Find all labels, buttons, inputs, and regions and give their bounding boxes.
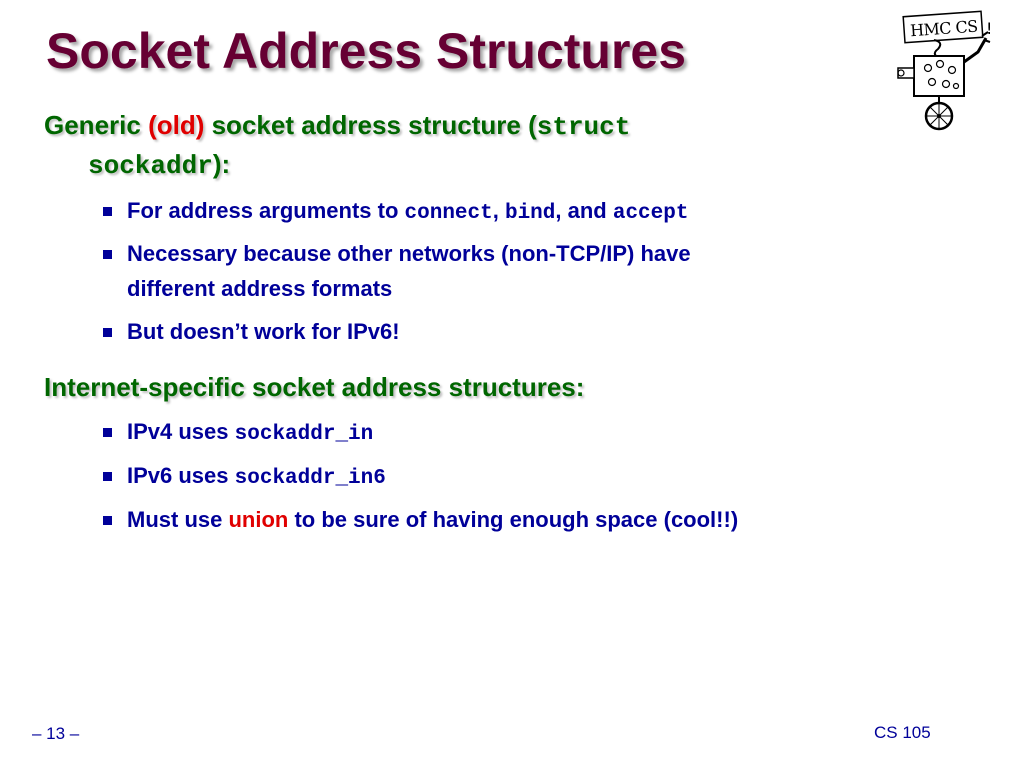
bind-code: bind bbox=[504, 202, 556, 225]
sockaddr-in-code: sockaddr_in bbox=[234, 423, 374, 446]
bullet-text-continued: different address formats bbox=[127, 276, 393, 301]
svg-text:!: ! bbox=[986, 19, 992, 38]
bullet-text: For address arguments to bbox=[127, 198, 405, 223]
bullet-text-2: to be sure of having enough space (cool!… bbox=[288, 507, 739, 532]
bullet-text: IPv4 uses bbox=[127, 419, 235, 444]
generic-heading: Generic (old) socket address structure (… bbox=[44, 107, 630, 185]
page-number: – 13 – bbox=[32, 724, 80, 743]
bullet-text: IPv6 uses bbox=[127, 463, 235, 488]
course-label: CS 105 bbox=[874, 723, 931, 742]
bullet-square-icon bbox=[103, 516, 112, 525]
bullet-text-and: , and bbox=[555, 198, 613, 223]
accept-code: accept bbox=[612, 202, 689, 225]
generic-heading-close: ): bbox=[212, 149, 231, 179]
svg-text:HMC CS: HMC CS bbox=[910, 17, 979, 41]
hmc-cs-robot-logo: HMC CS ! bbox=[897, 10, 992, 131]
bullet-text-comma: , bbox=[492, 198, 505, 223]
bullet-text: But doesn’t work for IPv6! bbox=[127, 319, 400, 344]
internet-heading: Internet-specific socket address structu… bbox=[44, 372, 585, 402]
bullet-square-icon bbox=[103, 328, 112, 337]
bullet-square-icon bbox=[103, 472, 112, 481]
bullet-square-icon bbox=[103, 207, 112, 216]
old-label: (old) bbox=[148, 110, 205, 140]
union-keyword: union bbox=[228, 507, 289, 532]
struct-keyword: struct bbox=[536, 112, 631, 142]
bullet-text: Necessary because other networks (non-TC… bbox=[127, 241, 691, 266]
sockaddr-in6-code: sockaddr_in6 bbox=[234, 467, 386, 490]
generic-heading-text-2: socket address structure ( bbox=[204, 110, 537, 140]
slide-title: Socket Address Structures bbox=[46, 23, 687, 79]
sockaddr-code: sockaddr bbox=[88, 151, 213, 181]
generic-heading-text: Generic bbox=[44, 110, 149, 140]
bullet-square-icon bbox=[103, 250, 112, 259]
bullet-text: Must use bbox=[127, 507, 229, 532]
bullet-square-icon bbox=[103, 428, 112, 437]
connect-code: connect bbox=[404, 202, 493, 225]
